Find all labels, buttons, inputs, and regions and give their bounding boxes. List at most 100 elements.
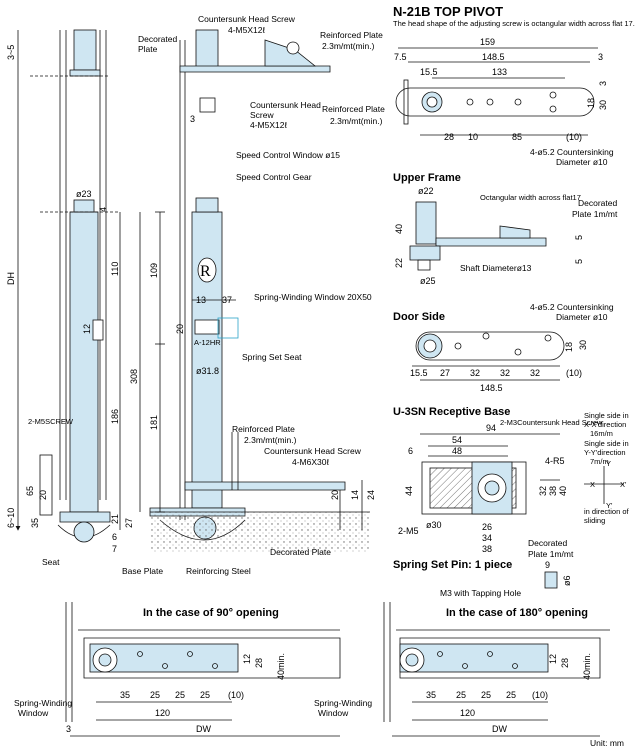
- callout-seat: Seat: [42, 557, 60, 567]
- callout-reinforced-2: Reinforced Plate: [322, 104, 385, 114]
- dim-7: 7: [112, 544, 117, 554]
- dim-4: 4: [98, 207, 108, 212]
- dim-110: 110: [110, 262, 120, 276]
- callout-cs-screw-mid2: Screw: [250, 110, 274, 120]
- case180-title: In the case of 180° opening: [446, 607, 588, 619]
- rb-axis-y2: Y': [606, 501, 613, 510]
- c90-25c: 25: [200, 690, 210, 700]
- tp-133: 133: [492, 67, 507, 77]
- rb-yy3: 7m/m: [590, 457, 609, 466]
- c180-sw2: Window: [318, 708, 349, 718]
- ds-30: 30: [578, 340, 588, 350]
- uf-5b: 5: [574, 259, 584, 264]
- door-side-section: Door Side 4-ø5.2 Countersinking Diameter…: [393, 302, 614, 393]
- uf-plate1: Decorated: [578, 198, 617, 208]
- ds-18: 18: [564, 342, 574, 352]
- door-section: [139, 29, 370, 552]
- rb-plate2: Plate 1m/mt: [528, 549, 574, 559]
- c180-35: 35: [426, 690, 436, 700]
- c180-25b: 25: [481, 690, 491, 700]
- sp-6: ø6: [562, 575, 572, 586]
- case180-section: In the case of 180° opening 12 28 40min.…: [314, 602, 610, 737]
- unit-label: Unit: mm: [590, 738, 624, 748]
- callout-cs-screw-top: Countersunk Head Screw: [198, 14, 296, 24]
- callout-spring-seat: Spring Set Seat: [242, 352, 302, 362]
- rb-axis-y: Y: [606, 459, 611, 468]
- rb-94: 94: [486, 423, 496, 433]
- c90-28: 28: [254, 658, 264, 668]
- rb-44: 44: [404, 486, 414, 496]
- c90-sw2: Window: [18, 708, 49, 718]
- rb-slide2: sliding: [584, 516, 605, 525]
- upper-frame-title: Upper Frame: [393, 172, 461, 184]
- receptive-base-section: U-3SN Receptive Base 94 2-M3Countersunk …: [393, 406, 630, 559]
- c90-120: 120: [155, 708, 170, 718]
- rb-38b: 38: [482, 544, 492, 554]
- rb-40: 40: [558, 486, 568, 496]
- upper-frame-section: Upper Frame ø22 Octangular width across …: [393, 172, 618, 286]
- dim-186: 186: [110, 409, 120, 424]
- left-labels: 3~5 DH ø23 4 110 12 308 186 109 181 13 3…: [6, 14, 385, 576]
- dim-23: ø23: [76, 189, 92, 199]
- rb-54: 54: [452, 435, 462, 445]
- dim-20c: 20: [330, 490, 340, 500]
- rb-slide1: in direction of: [584, 507, 630, 516]
- dim-3: 3: [190, 114, 195, 124]
- tp-30: 30: [598, 100, 608, 110]
- c180-40: 40min.: [582, 653, 592, 680]
- tp-28: 28: [444, 132, 454, 142]
- rb-screw: 2-M3Countersunk Head Screw: [500, 418, 603, 427]
- rb-xx1: Single side in: [584, 411, 629, 420]
- c90-12: 12: [242, 654, 252, 664]
- case90-title: In the case of 90° opening: [143, 607, 279, 619]
- callout-decorated: Decorated: [138, 34, 177, 44]
- c90-3: 3: [66, 724, 71, 734]
- callout-cs-screw-mid-spec: 4-M5X12ℓ: [250, 120, 287, 130]
- ds-10: (10): [566, 368, 582, 378]
- c180-120: 120: [460, 708, 475, 718]
- callout-spring-window: Spring-Winding Window 20X50: [254, 292, 372, 302]
- dim-13: 13: [196, 295, 206, 305]
- ds-27: 27: [440, 368, 450, 378]
- rb-38: 38: [548, 486, 558, 496]
- door-side-title: Door Side: [393, 311, 445, 323]
- dim-35: 35: [30, 518, 40, 528]
- c90-sw1: Spring-Winding: [14, 698, 72, 708]
- dim-6: 6: [112, 532, 117, 542]
- callout-cs-screw-bottom-spec: 4-M6X30ℓ: [292, 457, 329, 467]
- callout-speed-window: Speed Control Window ø15: [236, 150, 340, 160]
- spring-pin-title: Spring Set Pin: 1 piece: [393, 559, 512, 571]
- c90-25b: 25: [175, 690, 185, 700]
- top-pivot-section: N-21B TOP PIVOT The head shape of the ad…: [393, 4, 635, 167]
- c90-25a: 25: [150, 690, 160, 700]
- rb-axis-x: X: [590, 480, 595, 489]
- rb-2m5: 2-M5: [398, 526, 419, 536]
- tp-3: 3: [598, 52, 603, 62]
- callout-base-plate: Base Plate: [122, 566, 163, 576]
- dim-318: ø31.8: [196, 366, 219, 376]
- callout-cs-screw-mid: Countersunk Head: [250, 100, 321, 110]
- callout-m5screw: 2-M5SCREW: [28, 417, 74, 426]
- ds-148-5: 148.5: [480, 383, 503, 393]
- ds-15-5: 15.5: [410, 368, 428, 378]
- top-pivot-note: The head shape of the adjusting screw is…: [393, 19, 635, 28]
- callout-reinforced-2-spec: 2.3m/mt(min.): [330, 116, 383, 126]
- tp-148-5: 148.5: [482, 52, 505, 62]
- rb-26: 26: [482, 522, 492, 532]
- dim-308: 308: [129, 369, 139, 384]
- callout-decorated-plate: Plate: [138, 44, 158, 54]
- rb-6: 6: [408, 446, 413, 456]
- dim-181: 181: [149, 415, 159, 430]
- callout-reinforced-1-spec: 2.3m/mt(min.): [322, 41, 375, 51]
- rb-axis-x2: X': [620, 480, 627, 489]
- dim-20: 20: [175, 324, 185, 334]
- ds-note1: 4-ø5.2 Countersinking: [530, 302, 614, 312]
- callout-cs-screw-bottom: Countersunk Head Screw: [264, 446, 362, 456]
- c90-dw: DW: [196, 724, 211, 734]
- tp-note2: Diameter ø10: [556, 157, 608, 167]
- rb-xx2: X-X'direction: [584, 420, 626, 429]
- ds-32a: 32: [470, 368, 480, 378]
- receptive-title: U-3SN Receptive Base: [393, 406, 510, 418]
- uf-25: ø25: [420, 276, 436, 286]
